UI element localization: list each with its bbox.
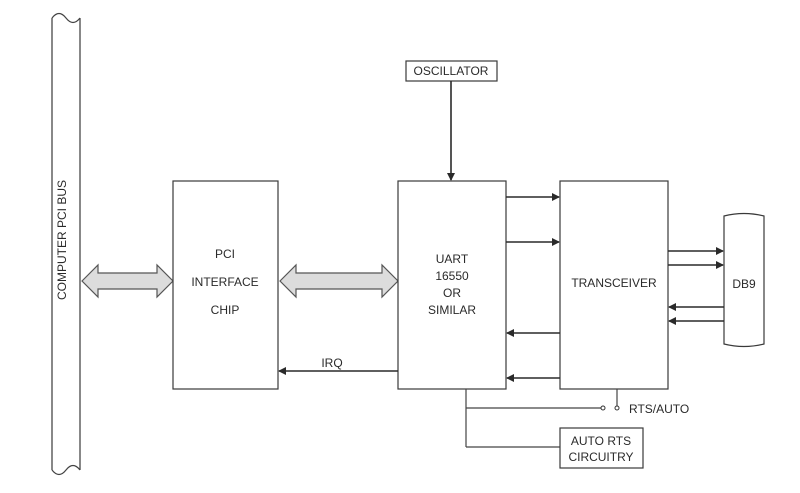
pci-chip-line-2: INTERFACE [191, 275, 258, 289]
oscillator-label: OSCILLATOR [414, 64, 489, 78]
uart-line-4: SIMILAR [428, 303, 476, 317]
bus-pci-double-arrow [81, 263, 174, 299]
db9-connector: DB9 [723, 212, 765, 348]
pci-bus-label: COMPUTER PCI BUS [55, 180, 69, 300]
oscillator-block: OSCILLATOR [405, 60, 498, 82]
pci-chip-line-1: PCI [215, 247, 235, 261]
auto-rts-circuitry-block: AUTO RTS CIRCUITRY [559, 427, 644, 469]
uart-block: UART 16550 OR SIMILAR [397, 180, 507, 390]
auto-rts-line-1: AUTO RTS [571, 434, 631, 448]
pci-bus: COMPUTER PCI BUS [51, 12, 81, 476]
transceiver-label: TRANSCEIVER [571, 276, 657, 290]
pci-interface-chip: PCI INTERFACE CHIP [172, 180, 279, 390]
uart-line-2: 16550 [435, 269, 469, 283]
auto-rts-line-2: CIRCUITRY [568, 450, 633, 464]
transceiver-block: TRANSCEIVER [559, 180, 669, 390]
rts-auto-switch: RTS/AUTO [465, 389, 689, 448]
uart-line-3: OR [443, 286, 461, 300]
pci-uart-double-arrow [279, 263, 399, 299]
uart-line-1: UART [436, 252, 469, 266]
db9-label: DB9 [732, 277, 756, 291]
rts-auto-label: RTS/AUTO [629, 402, 689, 416]
irq-label: IRQ [321, 356, 342, 370]
pci-chip-line-3: CHIP [211, 303, 240, 317]
